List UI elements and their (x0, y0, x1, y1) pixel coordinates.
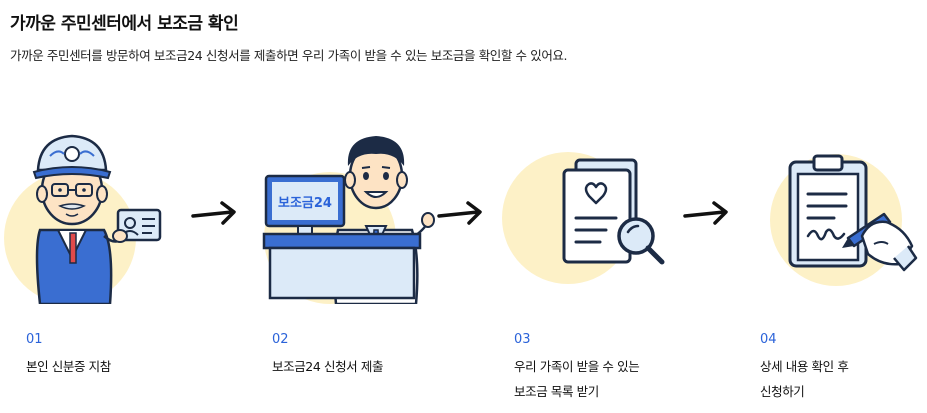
step-number: 01 (26, 332, 43, 347)
right-arrow-icon (683, 201, 728, 225)
step-label: 본인 신분증 지참 (26, 354, 111, 379)
elderly-man-illustration (4, 134, 162, 304)
step-label: 상세 내용 확인 후 신청하기 (760, 354, 849, 404)
clipboard-signing-icon (770, 154, 918, 286)
step-label-line: 신청하기 (760, 384, 805, 399)
step-number: 03 (514, 332, 531, 347)
step-label-line: 상세 내용 확인 후 (760, 359, 849, 374)
right-arrow-icon (437, 201, 482, 225)
step-label-line: 본인 신분증 지참 (26, 359, 111, 374)
step-label-line: 보조금 목록 받기 (514, 384, 599, 399)
step-label: 보조금24 신청서 제출 (272, 354, 383, 379)
step-number: 04 (760, 332, 777, 347)
step-number: 02 (272, 332, 289, 347)
step-label-line: 보조금24 신청서 제출 (272, 359, 384, 374)
right-arrow-icon (191, 201, 236, 225)
clerk-desk-illustration: 보조금24 (262, 136, 435, 304)
document-magnifier-icon (502, 152, 665, 284)
page-title: 가까운 주민센터에서 보조금 확인 (10, 14, 239, 34)
page-description: 가까운 주민센터를 방문하여 보조금24 신청서를 제출하면 우리 가족이 받을… (10, 48, 568, 63)
step-label: 우리 가족이 받을 수 있는 보조금 목록 받기 (514, 354, 640, 404)
screen-text: 보조금24 (278, 196, 332, 211)
step-label-line: 우리 가족이 받을 수 있는 (514, 359, 640, 374)
